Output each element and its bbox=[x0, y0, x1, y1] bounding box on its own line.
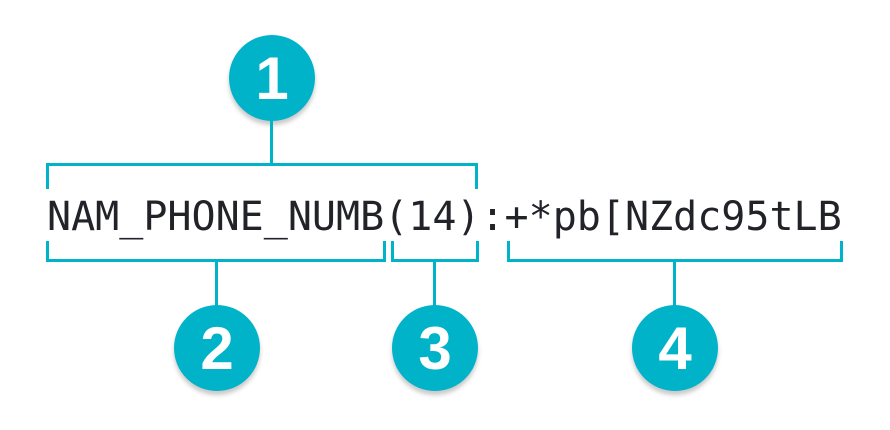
bracket-3-stem bbox=[433, 262, 436, 306]
callout-number-4: 4 bbox=[658, 314, 692, 382]
callout-number-3: 3 bbox=[418, 314, 452, 382]
bracket-3-bar bbox=[391, 259, 479, 262]
bracket-2-bar bbox=[46, 259, 386, 262]
bracket-2-right-tick bbox=[383, 241, 386, 262]
bracket-4-left-tick bbox=[507, 241, 510, 262]
callout-number-2: 2 bbox=[200, 314, 234, 382]
bracket-4-right-tick bbox=[840, 241, 843, 262]
bracket-2-left-tick bbox=[46, 241, 49, 262]
code-string: NAM_PHONE_NUMB(14):+*pb[NZdc95tLB bbox=[47, 194, 842, 240]
bracket-3-right-tick bbox=[476, 241, 479, 262]
callout-badge-2: 2 bbox=[174, 305, 260, 391]
bracket-1-stem bbox=[270, 120, 273, 163]
bracket-3-left-tick bbox=[391, 241, 394, 262]
bracket-4-bar bbox=[507, 259, 843, 262]
bracket-1-left-tick bbox=[46, 163, 49, 189]
callout-number-1: 1 bbox=[255, 44, 289, 112]
bracket-1-bar bbox=[46, 163, 478, 166]
bracket-4-stem bbox=[673, 262, 676, 306]
callout-badge-1: 1 bbox=[229, 35, 315, 121]
bracket-1-right-tick bbox=[475, 163, 478, 189]
bracket-2-stem bbox=[215, 262, 218, 306]
callout-badge-4: 4 bbox=[632, 305, 718, 391]
callout-badge-3: 3 bbox=[392, 305, 478, 391]
